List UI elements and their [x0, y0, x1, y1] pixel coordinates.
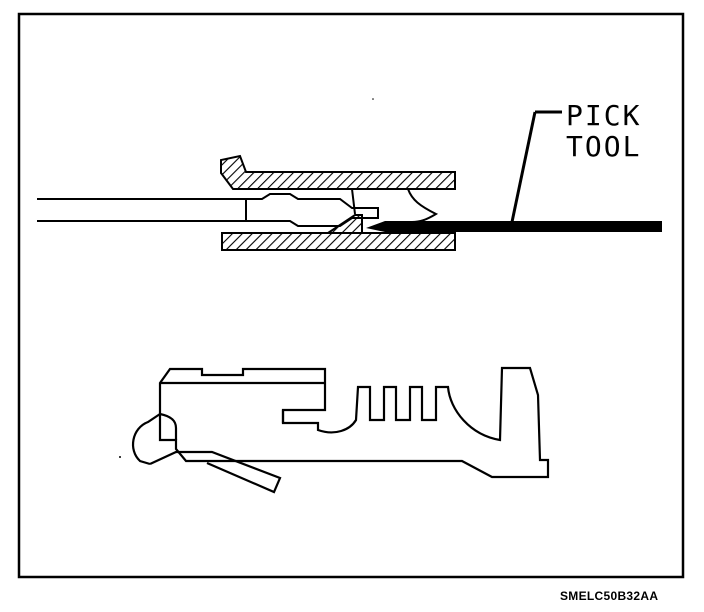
terminal-rear-curl — [131, 412, 178, 466]
figure-border — [17, 12, 685, 579]
connector-cross-section — [37, 154, 456, 251]
pick-tool-leader — [510, 111, 537, 223]
pick-tool-label-line1: PICK — [566, 99, 642, 132]
pick-tool-label: PICK TOOL — [566, 100, 676, 162]
pick-tool-label-line2: TOOL — [566, 130, 642, 163]
pick-tool — [366, 110, 662, 232]
upper-housing-wall — [220, 154, 456, 190]
pick-tool-body — [366, 221, 662, 232]
terminal-lance-tab — [149, 450, 282, 494]
figure-code: SMELC50B32AA — [560, 589, 659, 603]
lower-housing-wall — [221, 232, 456, 251]
terminal-side-view — [131, 366, 550, 494]
terminal-body-outline — [158, 366, 550, 479]
scan-speck — [119, 456, 121, 458]
terminal-in-cavity — [245, 193, 379, 227]
scan-speck — [372, 98, 374, 100]
